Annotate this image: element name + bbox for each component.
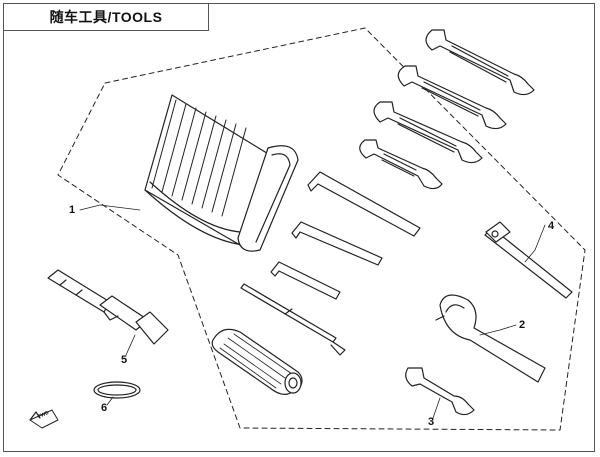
leader-line-4	[524, 224, 546, 263]
callout-2: 2	[519, 319, 526, 331]
allen-key-medium	[291, 221, 383, 266]
callout-3: 3	[428, 416, 435, 428]
spark-plug-socket-wrench	[47, 269, 169, 345]
leader-line-5	[125, 334, 136, 356]
callout-4: 4	[548, 220, 555, 232]
kit-outline-dashed	[57, 27, 586, 431]
leader-line-1	[79, 204, 141, 211]
drawing-frame	[3, 3, 595, 452]
leader-line-3	[432, 397, 441, 419]
wrench-double-open-3	[373, 101, 483, 164]
wrench-double-open-1	[425, 29, 535, 96]
o-ring	[93, 381, 141, 399]
callout-6: 6	[101, 402, 108, 414]
wrench-double-open-2	[397, 65, 507, 130]
fwd-direction-arrow-icon	[29, 409, 59, 429]
tool-roll-pouch	[144, 94, 299, 252]
screwdriver-shaft	[240, 283, 346, 356]
spark-plug-handle-bar	[484, 221, 573, 299]
small-open-wrench	[405, 367, 475, 416]
leader-line-2	[479, 324, 517, 336]
callout-5: 5	[121, 354, 128, 366]
allen-key-large	[307, 171, 421, 237]
allen-key-small	[270, 261, 341, 300]
screwdriver-handle	[211, 328, 303, 395]
hook-spanner	[435, 294, 546, 383]
leader-line-6	[106, 396, 114, 406]
wrench-double-open-4	[359, 139, 443, 190]
callout-1: 1	[69, 204, 76, 216]
page-title: 随车工具/TOOLS	[3, 3, 209, 31]
